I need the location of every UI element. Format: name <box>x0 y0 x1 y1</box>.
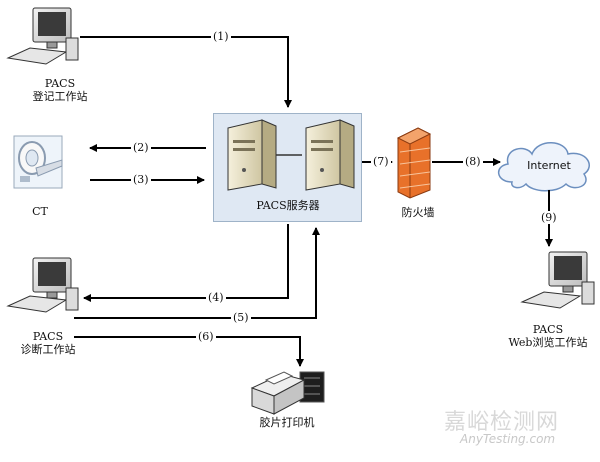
connection-2-label: (2) <box>131 141 151 154</box>
ct-label: CT <box>32 205 48 218</box>
pacs-registration-line2: 登记工作站 <box>32 90 88 103</box>
connection-3-label: (3) <box>131 173 151 186</box>
firewall-icon <box>396 127 432 199</box>
connection-6-label: (6) <box>196 330 216 343</box>
pacs-web-label: PACS Web浏览工作站 <box>498 323 598 349</box>
cloud-icon <box>498 142 590 192</box>
pacs-diagnosis-line1: PACS <box>32 330 64 343</box>
computer-icon <box>520 251 595 309</box>
pacs-registration-label: PACS 登记工作站 <box>10 77 110 103</box>
connection-6-arrow <box>74 336 304 367</box>
pacs-registration-line1: PACS <box>44 77 76 90</box>
pacs-web-line2: Web浏览工作站 <box>508 336 588 349</box>
connection-5-label: (5) <box>231 311 251 324</box>
pacs-diagnosis-label: PACS 诊断工作站 <box>8 330 88 356</box>
server-icon <box>227 119 277 191</box>
computer-icon <box>6 7 79 65</box>
connection-7-label: (7) <box>371 155 391 168</box>
pacs-server-label: PACS服务器 <box>256 199 320 212</box>
printer-icon <box>250 371 325 415</box>
internet-label: Internet <box>527 159 571 172</box>
connection-9-label: (9) <box>539 211 559 224</box>
connection-4-arrow <box>83 224 289 302</box>
firewall-label: 防火墙 <box>401 206 435 219</box>
server-icon <box>305 119 355 191</box>
connection-1-arrow <box>80 36 292 108</box>
connection-1-label: (1) <box>211 30 231 43</box>
connection-4-label: (4) <box>206 291 226 304</box>
film-printer-label: 胶片打印机 <box>259 416 315 429</box>
pacs-web-line1: PACS <box>532 323 564 336</box>
watermark-cn: 嘉峪检测网 <box>444 410 560 435</box>
connection-5-arrow <box>74 227 320 319</box>
pacs-diagnosis-line2: 诊断工作站 <box>20 343 76 356</box>
computer-icon <box>6 257 79 313</box>
watermark-en: AnyTesting.com <box>460 432 556 446</box>
connection-8-label: (8) <box>463 155 483 168</box>
ct-scanner-icon <box>13 135 63 189</box>
